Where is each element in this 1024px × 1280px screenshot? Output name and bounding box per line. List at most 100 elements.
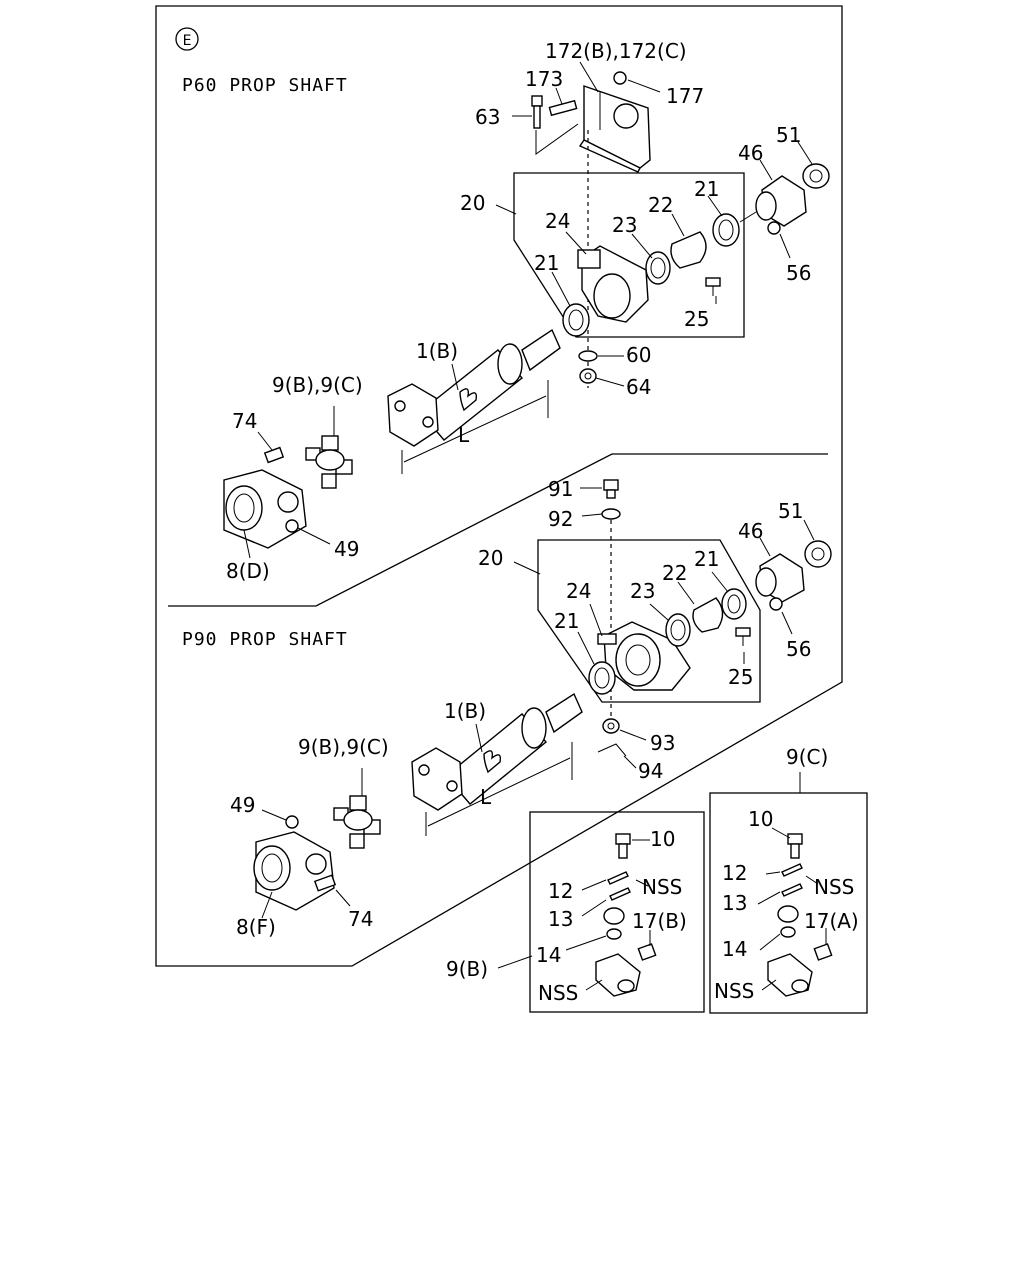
grease-nipple-25: [705, 277, 721, 296]
flange-yoke-46-p90: [755, 553, 805, 603]
nut-64: [579, 368, 597, 384]
bolt-74-p90: [313, 874, 337, 892]
detail-c-label-nss2: NSS: [714, 979, 754, 1003]
detail-b-label-13: 13: [548, 907, 573, 931]
flange-8d: [223, 469, 307, 549]
detail-c-label-nss1: NSS: [814, 875, 854, 899]
label-22: 22: [648, 193, 673, 217]
seal-21-upper: [712, 213, 740, 247]
nut-51-p90: [804, 540, 832, 568]
label-64: 64: [626, 375, 651, 399]
detail-c-frame: [709, 792, 868, 1014]
svg-text:E: E: [183, 33, 192, 49]
detail-c-title: 9(C): [786, 745, 828, 769]
p90-title: P90 PROP SHAFT: [182, 629, 348, 650]
label-21-upper: 21: [694, 177, 719, 201]
detail-c-parts: [767, 833, 833, 997]
label-74-p90: 74: [348, 907, 373, 931]
detail-b-label-17: 17(B): [632, 909, 687, 933]
label-21-lower: 21: [534, 251, 559, 275]
label-60: 60: [626, 343, 651, 367]
label-92: 92: [548, 507, 573, 531]
detail-c-label-17: 17(A): [804, 909, 859, 933]
nut-49-p90: [285, 815, 299, 829]
label-8d: 8(D): [226, 559, 270, 583]
nut-93: [602, 718, 620, 734]
slip-yoke-p60: [387, 383, 439, 447]
label-21-p90-upper: 21: [694, 547, 719, 571]
dimension-l-p90: [425, 742, 573, 836]
leaders-p60: [243, 61, 813, 559]
label-22-p90: 22: [662, 561, 687, 585]
label-51: 51: [776, 123, 801, 147]
label-8f: 8(F): [236, 915, 276, 939]
label-94: 94: [638, 759, 663, 783]
section-divider: [168, 453, 828, 607]
label-23: 23: [612, 213, 637, 237]
label-9-p90: 9(B),9(C): [298, 735, 389, 759]
flange-8f: [253, 831, 335, 911]
label-21-p90-lower: 21: [554, 609, 579, 633]
label-1b: 1(B): [416, 339, 458, 363]
label-177: 177: [666, 84, 704, 108]
bracket-172: [578, 85, 651, 173]
bolt-91: [603, 479, 619, 499]
bolt-56: [767, 221, 781, 235]
section-marker: E: [175, 27, 199, 51]
bearing-housing-24: [577, 245, 649, 323]
label-91: 91: [548, 477, 573, 501]
label-51-p90: 51: [778, 499, 803, 523]
detail-c-label-10: 10: [748, 807, 773, 831]
label-49-p90: 49: [230, 793, 255, 817]
label-20-p90: 20: [478, 546, 503, 570]
nut-49-p60: [285, 519, 299, 533]
label-9: 9(B),9(C): [272, 373, 363, 397]
slip-yoke-p90: [411, 747, 463, 811]
bearing-23: [645, 251, 671, 285]
label-173: 173: [525, 67, 563, 91]
detail-b-label-14: 14: [536, 943, 561, 967]
label-23-p90: 23: [630, 579, 655, 603]
boot-22-p90: [692, 597, 724, 633]
bolt-line-63: [535, 123, 579, 155]
bolt-63: [531, 95, 543, 129]
washer-60: [578, 350, 598, 362]
detail-b-title: 9(B): [446, 957, 488, 981]
label-24: 24: [545, 209, 570, 233]
p90-bearing-box: [537, 539, 761, 703]
main-frame: [155, 5, 843, 967]
seal-21-p90-lower: [588, 661, 616, 695]
label-25: 25: [684, 307, 709, 331]
label-20: 20: [460, 191, 485, 215]
label-74: 74: [232, 409, 257, 433]
detail-c-label-13: 13: [722, 891, 747, 915]
cotter-pin-94: [597, 743, 627, 757]
label-93: 93: [650, 731, 675, 755]
label-25-p90: 25: [728, 665, 753, 689]
dimension-l-p60: [401, 380, 549, 474]
label-l: L: [458, 423, 470, 447]
prop-shaft-p90: [445, 692, 583, 805]
detail-b-leaders: [565, 839, 651, 991]
universal-joint-p60: [305, 435, 353, 489]
label-46-p90: 46: [738, 519, 763, 543]
p60-bearing-box: [513, 172, 745, 338]
bolt-56-p90: [769, 597, 783, 611]
detail-b-frame: [529, 811, 705, 1013]
detail-b-label-12: 12: [548, 879, 573, 903]
detail-b-leader: [497, 955, 533, 969]
nut-177: [613, 71, 627, 85]
grease-nipple-25-p90: [735, 627, 751, 646]
bolt-173: [548, 99, 578, 117]
label-46: 46: [738, 141, 763, 165]
detail-c-leaders: [757, 827, 827, 991]
detail-c-label-14: 14: [722, 937, 747, 961]
leaders-p90: [261, 487, 815, 919]
label-56-p90: 56: [786, 637, 811, 661]
label-56: 56: [786, 261, 811, 285]
label-24-p90: 24: [566, 579, 591, 603]
label-172: 172(B),172(C): [545, 39, 687, 63]
boot-22: [670, 231, 707, 269]
nut-51: [802, 163, 830, 189]
